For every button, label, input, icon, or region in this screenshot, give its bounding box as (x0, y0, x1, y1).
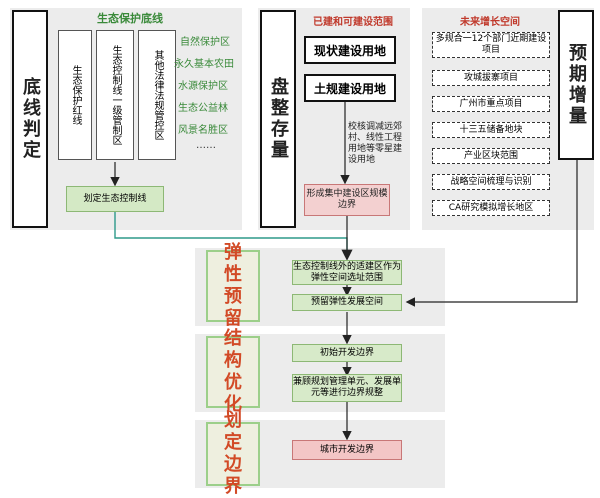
current-land-box: 现状建设用地 (304, 36, 396, 64)
adjust-note: 校核调减远郊村、线性工程用地等零星建设用地 (348, 122, 403, 165)
initial-boundary-box: 初始开发边界 (292, 344, 402, 362)
ecology-redline-box: 生态保护红线 (58, 30, 92, 160)
tag-ecological-forest: 生态公益林 (178, 103, 228, 114)
growth-item-5: 产业区块范围 (432, 148, 550, 164)
tag-nature-reserve: 自然保护区 (180, 37, 230, 48)
stage-define-boundary: 划定边界 (206, 410, 260, 497)
eco-control-line-box: 划定生态控制线 (66, 186, 164, 212)
growth-item-1: 多规合一12个部门近期建设项目 (432, 32, 550, 58)
side-title-increment: 预期增量 (558, 10, 594, 160)
stage-structure-optimize: 结构优化 (206, 328, 260, 415)
urban-boundary-box: 城市开发边界 (292, 440, 402, 460)
stage-elastic-reserve: 弹性预留 (206, 242, 260, 329)
concentrated-area-box: 形成集中建设区规模边界 (304, 184, 390, 216)
growth-item-3: 广州市重点项目 (432, 96, 550, 112)
suitable-area-box: 生态控制线外的适建区作为弹性空间选址范围 (292, 260, 402, 285)
growth-item-7: CA研究模拟增长地区 (432, 200, 550, 216)
built-range-header: 已建和可建设范围 (313, 16, 393, 28)
tag-farmland: 永久基本农田 (174, 59, 234, 70)
future-growth-header: 未来增长空间 (460, 16, 520, 28)
ecology-header: 生态保护底线 (97, 12, 163, 25)
legal-control-zone-box: 其他法律法规管控区 (138, 30, 176, 160)
growth-item-6: 战略空间梳理与识别 (432, 174, 550, 190)
tag-water-source: 水源保护区 (178, 81, 228, 92)
growth-item-2: 攻城拔寨项目 (432, 70, 550, 86)
side-title-bottom-line: 底线判定 (12, 10, 48, 228)
growth-item-4: 十三五储备地块 (432, 122, 550, 138)
boundary-adjust-box: 兼顾规划管理单元、发展单元等进行边界规整 (292, 374, 402, 402)
side-title-stock: 盘整存量 (260, 10, 296, 228)
elastic-space-box: 预留弹性发展空间 (292, 294, 402, 311)
planned-land-box: 土规建设用地 (304, 74, 396, 102)
tag-ellipsis: …… (196, 140, 216, 151)
tag-scenic-area: 风景名胜区 (178, 125, 228, 136)
ecology-control-zone-box: 生态控制线一级管制区 (96, 30, 134, 160)
